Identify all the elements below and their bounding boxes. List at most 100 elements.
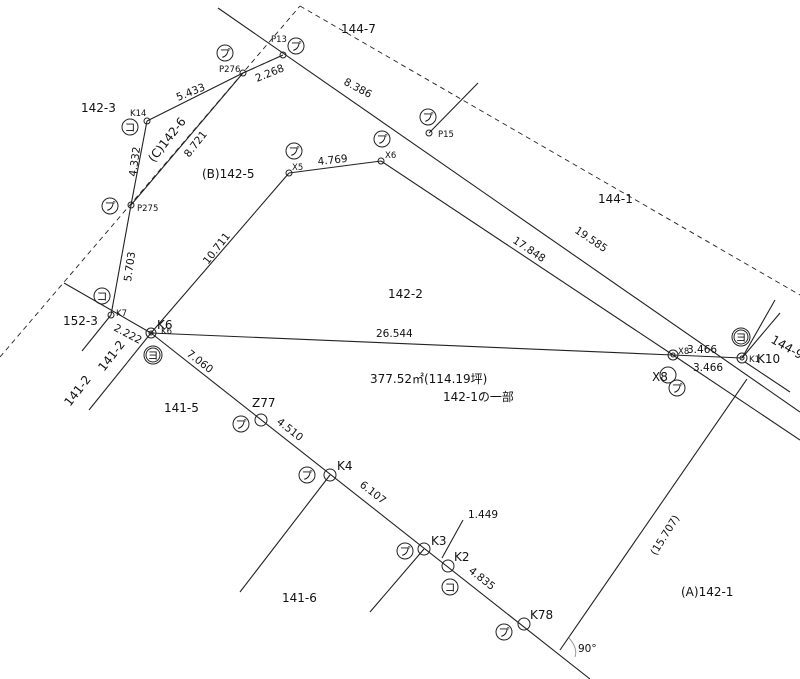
label-x5: X5 xyxy=(292,163,303,173)
label-k4: K4 xyxy=(337,459,353,473)
line-x6-x8 xyxy=(380,160,674,356)
line-k10-stub-b xyxy=(741,312,781,359)
dashed-boundary-northeast xyxy=(299,5,800,296)
label-x8-small: X8 xyxy=(678,347,689,357)
parcel-141-5: 141-5 xyxy=(164,401,199,415)
point-k6[interactable] xyxy=(145,327,157,339)
marker-p13: プ xyxy=(287,37,305,55)
svg-text:プ: プ xyxy=(377,133,388,146)
svg-text:コ: コ xyxy=(445,581,456,594)
line-east-offset xyxy=(559,378,748,651)
label-k14: K14 xyxy=(130,109,146,119)
area-value: 377.52㎡(114.19坪) xyxy=(370,372,487,386)
point-k2[interactable] xyxy=(441,559,455,573)
line-p276-p13 xyxy=(242,54,284,74)
point-k10[interactable] xyxy=(736,352,748,364)
label-k10: K10 xyxy=(757,352,780,366)
label-p13: P13 xyxy=(271,35,287,45)
dist-p275-k7: 5.703 xyxy=(122,251,138,282)
svg-text:プ: プ xyxy=(302,469,313,482)
svg-text:プ: プ xyxy=(236,418,247,431)
label-k3: K3 xyxy=(431,534,447,548)
point-k78[interactable] xyxy=(517,617,531,631)
dist-k14-p276: 5.433 xyxy=(175,81,207,103)
point-k3[interactable] xyxy=(417,542,431,556)
svg-text:ヨ: ヨ xyxy=(736,331,747,344)
svg-text:プ: プ xyxy=(400,545,411,558)
line-x8-se xyxy=(672,354,800,441)
parcel-144-1: 144-1 xyxy=(598,192,633,206)
label-k2: K2 xyxy=(454,550,470,564)
line-k10-dbl xyxy=(744,361,791,393)
point-k6-inner xyxy=(148,330,154,336)
svg-text:コ: コ xyxy=(125,121,136,134)
svg-text:コ: コ xyxy=(97,290,108,303)
line-152-3-boundary xyxy=(63,282,152,334)
line-141-2-a xyxy=(81,314,112,352)
marker-x8: プ xyxy=(659,366,686,397)
marker-p276: プ xyxy=(216,44,234,62)
label-k6: K6 xyxy=(157,318,173,332)
dist-k6-x8: 26.544 xyxy=(376,328,413,340)
dist-z77-k4: 4.510 xyxy=(274,416,305,444)
line-k10-stub-a xyxy=(741,299,776,359)
point-p276[interactable] xyxy=(239,69,247,77)
point-x6[interactable] xyxy=(377,157,385,165)
point-k10-inner xyxy=(739,355,745,361)
point-k4[interactable] xyxy=(323,468,337,482)
label-k10-small: K1 xyxy=(749,355,760,365)
line-p275-k7 xyxy=(110,204,132,316)
parcel-142-5: (B)142-5 xyxy=(202,167,254,181)
marker-p15: プ xyxy=(419,108,437,126)
point-k7[interactable] xyxy=(107,311,115,319)
svg-text:プ: プ xyxy=(672,382,683,395)
svg-text:プ: プ xyxy=(289,145,300,158)
parcel-142-2: 142-2 xyxy=(388,287,423,301)
label-k7: K7 xyxy=(116,309,127,319)
label-p276: P276 xyxy=(219,65,240,75)
line-road-south xyxy=(150,332,591,679)
parcel-141-2-b: 141-2 xyxy=(61,373,94,409)
marker-z77: プ xyxy=(232,415,250,433)
marker-k10: ヨ xyxy=(731,327,751,347)
angle-label: 90° xyxy=(578,643,597,655)
dashed-boundary-north xyxy=(0,5,301,358)
point-x5[interactable] xyxy=(285,169,293,177)
label-x8: X8 xyxy=(652,370,668,384)
point-k14[interactable] xyxy=(143,117,151,125)
dist-x5-x6: 4.769 xyxy=(317,153,348,168)
line-x5-x6 xyxy=(288,160,382,174)
line-k3-branch xyxy=(369,548,425,613)
marker-x6: プ xyxy=(373,130,391,148)
point-z77[interactable] xyxy=(254,413,268,427)
line-x8-k10 xyxy=(672,354,743,359)
point-x8-inner xyxy=(670,352,676,358)
svg-text:プ: プ xyxy=(291,40,302,53)
label-p15: P15 xyxy=(438,130,454,140)
point-x8[interactable] xyxy=(667,349,679,361)
parcel-144-7: 144-7 xyxy=(341,22,376,36)
dist-x6-x8: 17.848 xyxy=(510,235,547,265)
dist-p276-p275: 8.721 xyxy=(182,129,210,160)
line-k6-x8 xyxy=(150,332,674,356)
point-p15[interactable] xyxy=(425,129,433,137)
point-p275[interactable] xyxy=(127,201,135,209)
svg-text:プ: プ xyxy=(220,47,231,60)
label-p275: P275 xyxy=(137,204,158,214)
line-road-north xyxy=(217,7,800,413)
line-k4-branch xyxy=(239,474,331,593)
dist-x8-k10-b: 3.466 xyxy=(693,362,723,374)
label-x6: X6 xyxy=(385,151,396,161)
svg-text:ヨ: ヨ xyxy=(148,349,159,362)
marker-k78: プ xyxy=(495,623,513,641)
svg-text:プ: プ xyxy=(499,626,510,639)
dist-east: (15.707) xyxy=(648,513,682,557)
line-p15-stub xyxy=(428,82,479,134)
parcel-142-6: (C)142-6 xyxy=(145,115,188,165)
line-p276-p275 xyxy=(130,72,244,206)
parcel-142-3: 142-3 xyxy=(81,101,116,115)
point-p13[interactable] xyxy=(279,51,287,59)
marker-k2: コ xyxy=(441,578,459,596)
label-k78: K78 xyxy=(530,608,553,622)
